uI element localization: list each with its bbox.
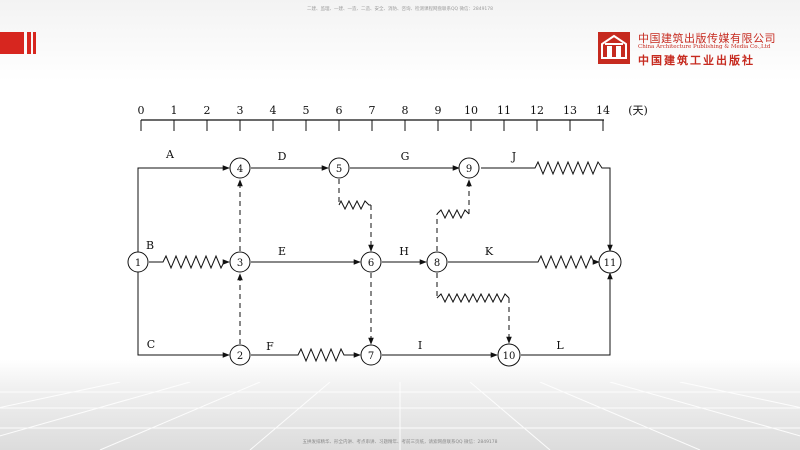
node-label: 5 (336, 164, 342, 175)
activity-label-G: G (401, 150, 410, 163)
dummy-8-9-wave (436, 208, 470, 220)
tick-label: 9 (435, 104, 442, 117)
tick-label: 3 (237, 104, 244, 117)
publisher-name-cn-2: 中国建筑工业出版社 (638, 54, 755, 67)
node-10 (497, 343, 521, 367)
tick-label: 2 (204, 104, 211, 117)
publisher-logo-icon (598, 32, 630, 64)
tick-label: 7 (369, 104, 376, 117)
activity-label-B: B (146, 239, 154, 252)
activity-J-arrow (481, 160, 613, 252)
activity-label-D: D (278, 150, 287, 163)
accent-bar (0, 32, 24, 54)
activity-label-H: H (399, 245, 409, 258)
activity-F-arrow (251, 347, 361, 363)
node-11 (598, 250, 622, 274)
tick-label: 12 (530, 104, 544, 117)
node-label: 6 (368, 258, 374, 269)
activity-K-arrow (448, 254, 600, 270)
publisher-name-cn: 中国建筑出版传媒有限公司 (638, 32, 776, 45)
activity-A-arrow (137, 165, 230, 252)
dummy-5-6-wave (338, 199, 371, 211)
node-3 (229, 251, 251, 273)
node-9 (458, 157, 480, 179)
activity-label-K: K (485, 245, 494, 258)
tick-label: 1 (171, 104, 178, 117)
node-label: 9 (466, 164, 472, 175)
time-unit-label: (天) (628, 104, 648, 117)
activity-label-F: F (266, 340, 274, 353)
node-label: 8 (434, 258, 440, 269)
node-label: 1 (135, 258, 141, 269)
publisher-name-en: China Architecture Publishing & Media Co… (638, 44, 771, 50)
scale-ticks (140, 120, 604, 131)
node-1 (127, 251, 149, 273)
node-label: 2 (237, 351, 243, 362)
node-4 (229, 157, 251, 179)
tick-label: 5 (303, 104, 310, 117)
node-7 (360, 344, 382, 366)
tick-label: 0 (138, 104, 145, 117)
node-label: 4 (237, 164, 243, 175)
activity-label-E: E (278, 245, 286, 258)
activity-label-I: I (418, 339, 422, 352)
time-scale: 0 1 2 3 4 5 6 7 8 9 10 11 12 13 14 (天) (138, 104, 648, 131)
node-5 (328, 157, 350, 179)
activity-L-arrow (521, 272, 613, 356)
top-note: 二建、监理、一建、一造、二造、安全、消防、咨询、检测课程网盘联系QQ 微信：28… (306, 7, 494, 12)
activity-label-J: J (511, 150, 516, 163)
floor-tiles (0, 382, 800, 450)
node-8 (426, 251, 448, 273)
node-label: 11 (604, 258, 617, 269)
node-label: 7 (368, 351, 374, 362)
activity-B-arrow (149, 254, 230, 270)
tick-label: 11 (497, 104, 511, 117)
accent-stripe-2 (33, 32, 36, 54)
activity-label-L: L (556, 339, 564, 352)
activity-C-arrow (137, 272, 230, 358)
activity-label-A: A (165, 148, 175, 161)
dummy-8-10-wave (436, 292, 510, 304)
tick-label: 6 (336, 104, 343, 117)
activity-label-C: C (147, 338, 155, 351)
node-6 (360, 251, 382, 273)
tick-label: 4 (270, 104, 277, 117)
node-2 (229, 344, 251, 366)
bottom-note: 五拱发排精华、形全内讲、考点串讲、习题精年、考前三页纸，请索网盘联系QQ 微信：… (302, 440, 498, 445)
accent-stripe (27, 32, 31, 54)
tick-label: 8 (402, 104, 409, 117)
tick-label: 10 (464, 104, 478, 117)
tick-label: 14 (596, 104, 610, 117)
node-label: 3 (237, 258, 243, 269)
node-label: 10 (503, 351, 516, 362)
tick-label: 13 (563, 104, 577, 117)
